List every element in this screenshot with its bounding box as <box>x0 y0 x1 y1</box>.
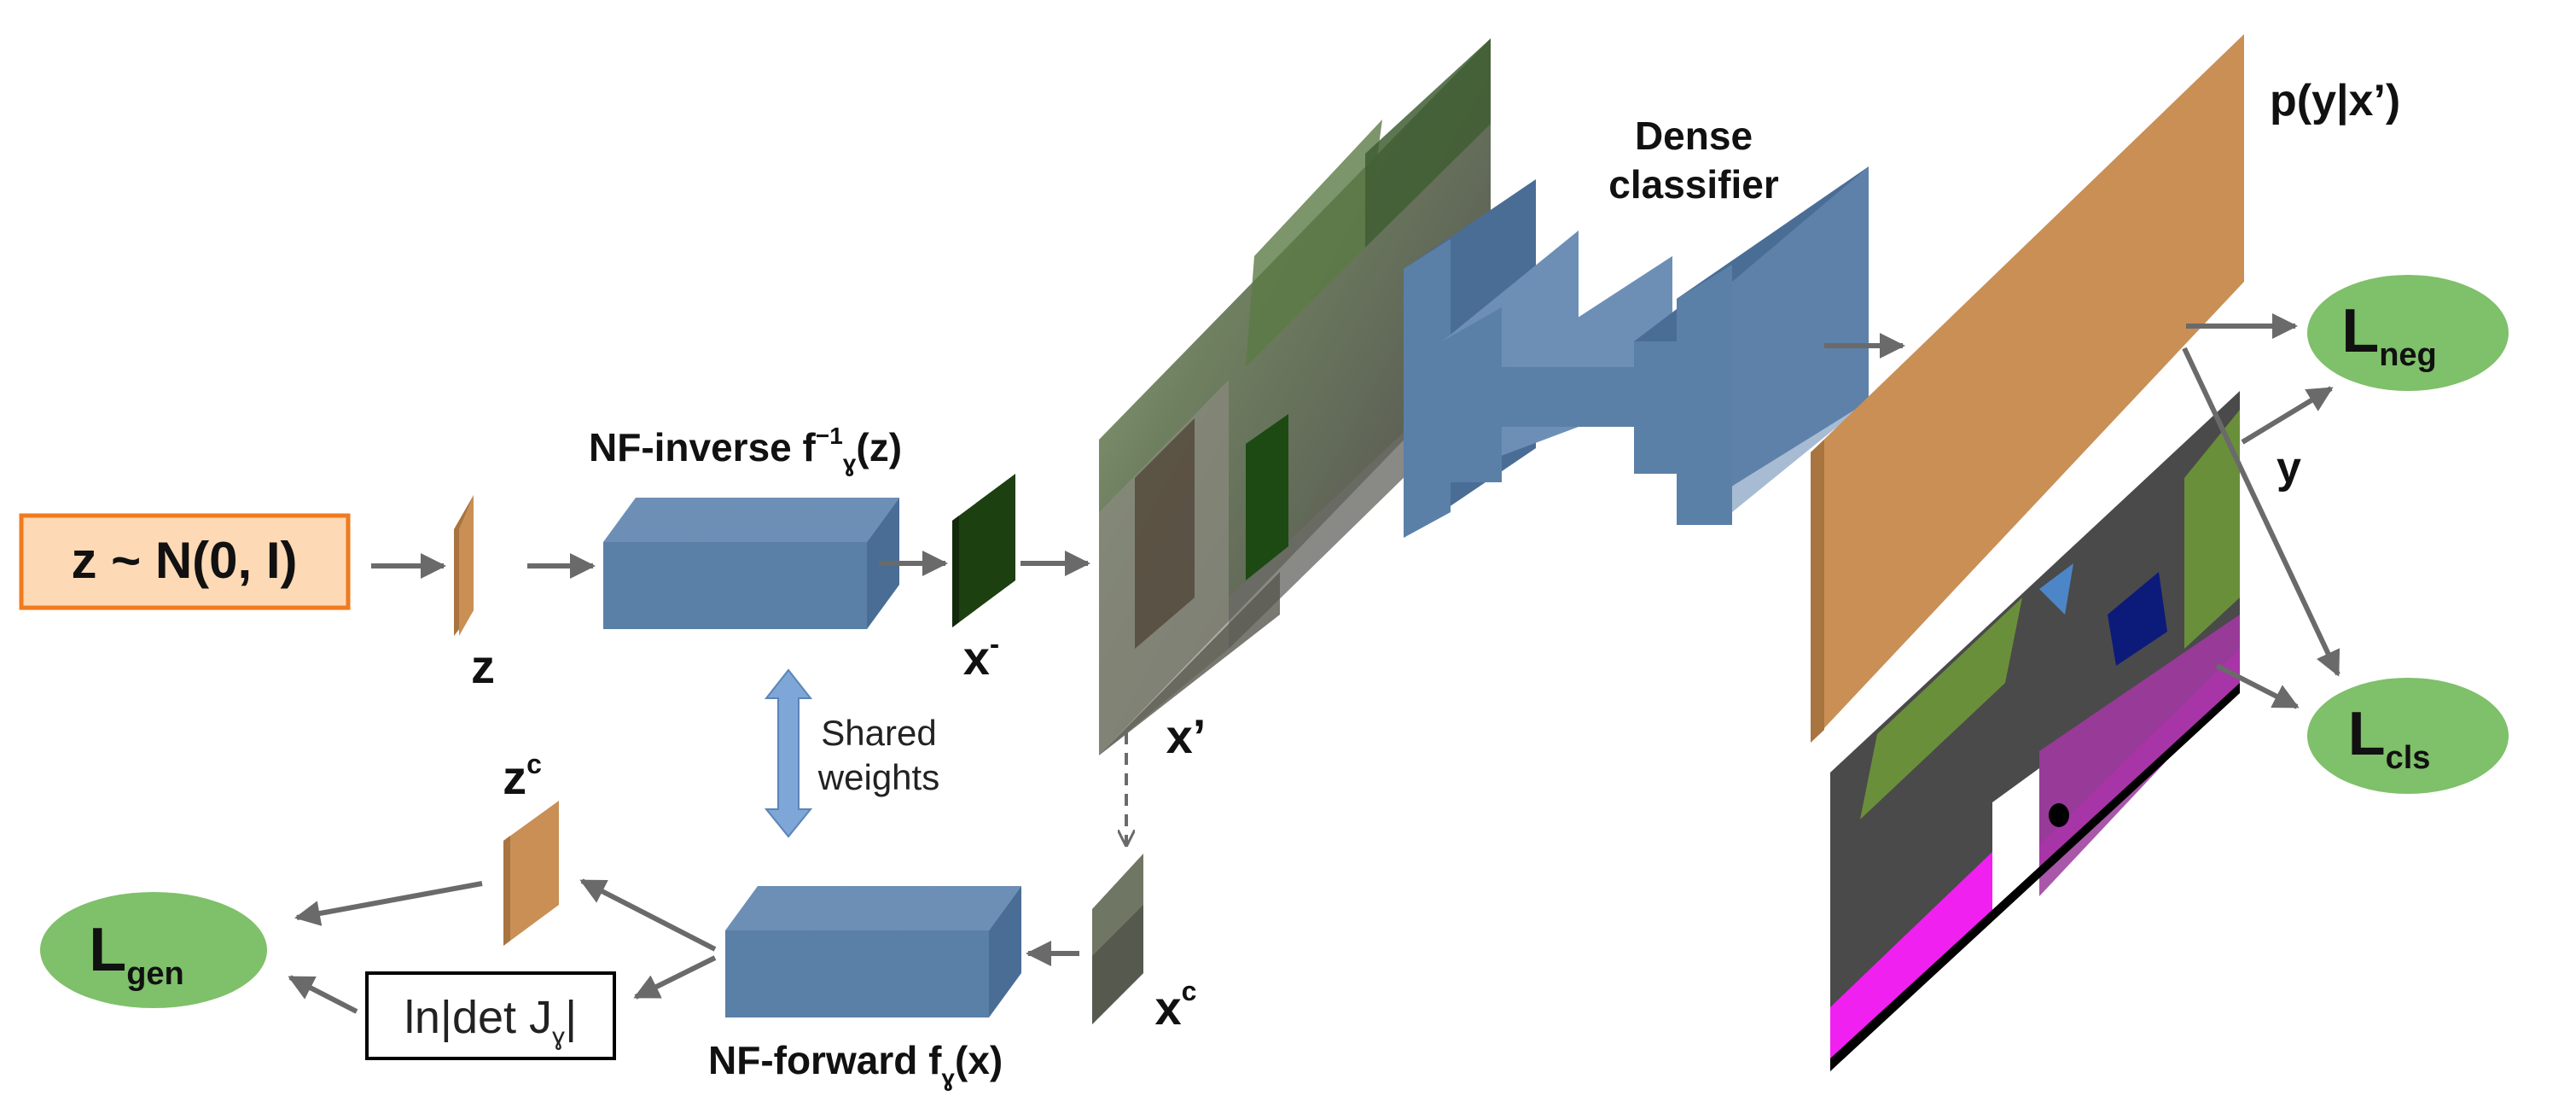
nf-inverse-blocks <box>603 498 899 629</box>
y-label: y <box>2277 443 2301 493</box>
nf-forward-title: NF-forward fɣ(x) <box>708 1038 1003 1091</box>
source-distribution-label: z ~ N(0, I) <box>71 532 297 589</box>
nf-forward-block-3 <box>901 886 1021 1017</box>
arrow-logdet-to-lgen <box>288 975 358 1014</box>
segmentation-map-y <box>1830 391 2240 1071</box>
log-det-box: ln|det Jɣ| <box>365 971 616 1060</box>
arrow-y-to-lcls <box>2215 663 2300 709</box>
nf-forward-blocks <box>725 886 1021 1017</box>
xc-label: xc <box>1155 976 1197 1035</box>
arrow-y-to-lneg <box>2241 386 2334 445</box>
shared-weights-arrow <box>764 668 813 838</box>
x-minus-tensor <box>952 474 1015 627</box>
arrow-zc-to-lgen <box>294 881 483 926</box>
dense-classifier-line1: Dense <box>1635 114 1753 158</box>
svg-text:Lgen: Lgen <box>89 916 184 992</box>
nf-inverse-title: NF-inverse f−1ɣ(z) <box>589 423 902 476</box>
shared-weights-line2: weights <box>817 757 939 797</box>
svg-text:ln|det Jɣ|: ln|det Jɣ| <box>404 992 577 1051</box>
arrow-output-to-lcls <box>2182 347 2340 677</box>
arrow-nf-forward-to-zc <box>579 878 717 952</box>
z-label: z <box>471 639 495 693</box>
arrow-nf-forward-to-logdet <box>633 955 717 1000</box>
zc-tensor <box>503 801 559 946</box>
x-minus-label: x- <box>963 628 999 685</box>
z-tensor <box>454 495 474 636</box>
source-distribution-box: z ~ N(0, I) <box>19 513 351 610</box>
loss-neg: Lneg <box>2307 275 2509 391</box>
svg-text:Lcls: Lcls <box>2348 700 2431 776</box>
output-probability-slab <box>1811 34 2244 743</box>
dense-classifier <box>1404 166 1869 538</box>
output-label: p(y|x’) <box>2270 76 2400 125</box>
loss-gen: Lgen <box>40 892 267 1008</box>
shared-weights-line1: Shared <box>821 713 936 753</box>
xc-patch <box>1092 854 1143 1024</box>
dense-classifier-line2: classifier <box>1608 162 1779 207</box>
loss-cls: Lcls <box>2307 678 2509 794</box>
svg-text:Lneg: Lneg <box>2341 297 2437 373</box>
zc-label: zc <box>503 749 542 804</box>
x-prime-label: x’ <box>1166 709 1207 763</box>
